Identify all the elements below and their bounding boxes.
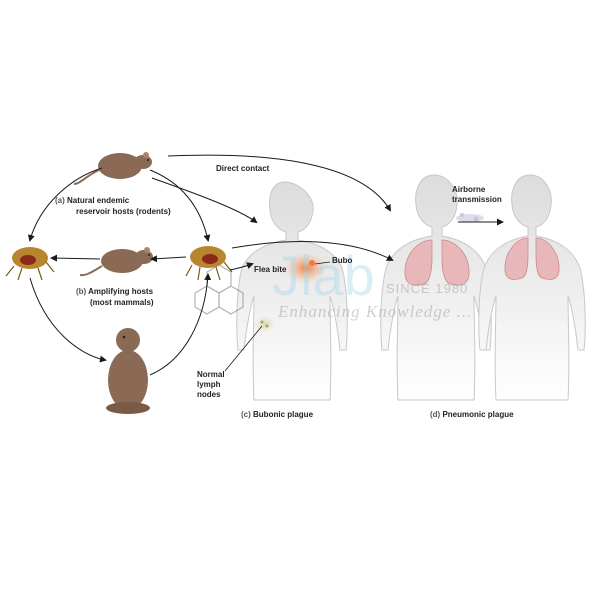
transmission-arrows <box>28 154 394 376</box>
natural-hosts-line2: reservoir hosts (rodents) <box>76 207 171 216</box>
arrow-rodent-to-flea <box>28 167 103 242</box>
arrow-flea-to-rat <box>150 255 187 263</box>
pneumonic-human-figure-left <box>380 174 492 401</box>
pneumonic-plague-caption: (d) Pneumonic plague <box>430 410 514 420</box>
amplifying-line1: Amplifying hosts <box>88 287 154 296</box>
amplifying-tag: (b) <box>76 287 87 296</box>
arrow-rodent-to-flea-right <box>149 169 211 242</box>
lung-icon <box>404 239 433 286</box>
airborne-droplets-icon <box>456 213 484 222</box>
lymph-pointer-line <box>224 325 263 372</box>
lung-icon <box>535 237 560 280</box>
arrow-direct-contact <box>167 154 392 212</box>
bubonic-plague-caption: (c) Bubonic plague <box>241 410 313 420</box>
flea-bite-label: Flea bite <box>254 265 287 274</box>
pneumonic-human-figure-right <box>478 174 586 401</box>
arrow-flea-bite <box>229 262 254 271</box>
watermark-tagline: Enhancing Knowledge ... <box>278 302 473 321</box>
pneumonic-text: Pneumonic plague <box>442 410 514 419</box>
normal-nodes-line1: Normal <box>197 370 225 379</box>
arrow-flea-to-pneumonic <box>231 241 394 261</box>
natural-hosts-tag: (a) <box>55 196 65 205</box>
rat-icon-amplifying-host <box>79 247 153 277</box>
normal-lymph-node-icon <box>254 315 276 333</box>
airborne-label-line2: transmission <box>452 195 502 204</box>
bubonic-tag: (c) <box>241 410 251 419</box>
arrow-prairie-dog-to-flea <box>149 273 212 376</box>
arrow-rodent-to-human <box>151 177 258 224</box>
normal-nodes-line3: nodes <box>197 390 221 399</box>
amplifying-hosts-label: (b) Amplifying hosts <box>76 287 153 297</box>
bubo-swelling <box>284 252 328 284</box>
airborne-label-line1: Airborne <box>452 185 486 194</box>
natural-hosts-label: (a) Natural endemic <box>55 196 129 206</box>
bubonic-human-figure <box>236 181 348 401</box>
lung-icon <box>441 239 470 286</box>
direct-contact-label: Direct contact <box>216 164 270 173</box>
prairie-dog-icon <box>106 328 150 414</box>
bubo-label: Bubo <box>332 256 353 265</box>
arrow-flea-to-prairie-dog <box>29 277 107 363</box>
svg-text:Jlab: Jlab <box>272 244 375 307</box>
lung-icon <box>504 237 529 280</box>
arrow-rat-to-flea <box>50 254 101 262</box>
flea-icon-left <box>5 247 55 281</box>
watermark-since: SINCE 1980 <box>386 281 469 296</box>
natural-hosts-line1: Natural endemic <box>67 196 130 205</box>
bubo-pointer-line <box>314 261 331 265</box>
flea-icon-right <box>185 246 233 281</box>
amplifying-line2: (most mammals) <box>90 298 154 307</box>
normal-nodes-line2: lymph <box>197 380 221 389</box>
bubonic-text: Bubonic plague <box>253 410 314 419</box>
rat-icon-natural-host <box>73 152 152 185</box>
pneumonic-tag: (d) <box>430 410 441 419</box>
